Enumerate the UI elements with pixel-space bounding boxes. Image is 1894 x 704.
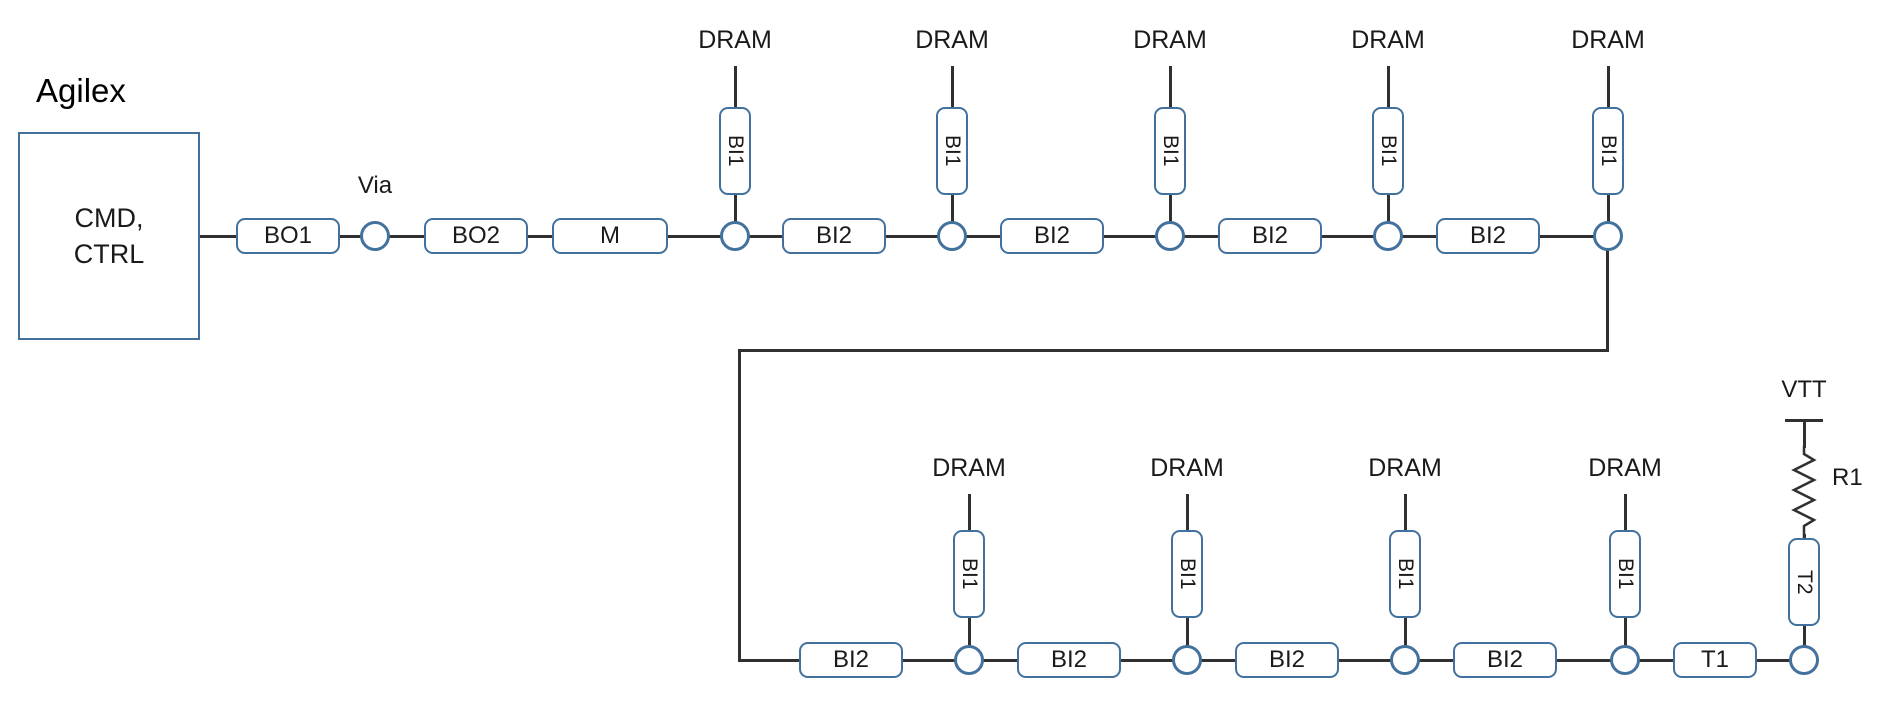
vtt-rail-bar [1785,419,1823,422]
dram-label: DRAM [1588,454,1662,482]
series-element-bi2: BI2 [1436,218,1540,254]
stub-element-bi1: BI1 [1171,530,1203,618]
junction-node [937,221,967,251]
junction-node [1593,221,1623,251]
series-element-bi2: BI2 [1000,218,1104,254]
dram-label: DRAM [1368,454,1442,482]
stub-element-bi1: BI1 [953,530,985,618]
trace-drop-left [738,349,741,661]
series-element-bo2: BO2 [424,218,528,254]
trace-mid-return [738,349,1608,352]
stub-element-bi1: BI1 [1389,530,1421,618]
chip-cmd-ctrl-block: CMD, CTRL [18,132,200,340]
dram-label: DRAM [915,26,989,54]
series-element-bi2: BI2 [799,642,903,678]
series-element-bi2: BI2 [782,218,886,254]
dram-label: DRAM [1150,454,1224,482]
junction-node [1172,645,1202,675]
series-element-m: M [552,218,668,254]
junction-node [1610,645,1640,675]
junction-node [720,221,750,251]
series-element-bi2: BI2 [1017,642,1121,678]
resistor-symbol [1791,446,1817,538]
term-element-t2: T2 [1788,538,1820,626]
resistor-r1-label: R1 [1832,464,1863,491]
trace-term-upper [1803,421,1806,448]
series-element-t1: T1 [1673,642,1757,678]
dram-label: DRAM [1133,26,1207,54]
series-element-bi2: BI2 [1453,642,1557,678]
stub-element-bi1: BI1 [719,107,751,195]
dram-label: DRAM [932,454,1006,482]
stub-element-bi1: BI1 [1609,530,1641,618]
via-label: Via [357,172,393,199]
junction-node [1390,645,1420,675]
stub-element-bi1: BI1 [1154,107,1186,195]
via-node [360,221,390,251]
termination-node [1789,645,1819,675]
stub-element-bi1: BI1 [1372,107,1404,195]
series-element-bi2: BI2 [1218,218,1322,254]
junction-node [1155,221,1185,251]
dram-label: DRAM [1571,26,1645,54]
series-element-bi2: BI2 [1235,642,1339,678]
junction-node [1373,221,1403,251]
trace-drop-right [1606,236,1609,352]
series-element-bo1: BO1 [236,218,340,254]
dram-label: DRAM [1351,26,1425,54]
dram-label: DRAM [698,26,772,54]
vtt-label: VTT [1781,376,1827,403]
chip-title: Agilex [36,72,126,109]
stub-element-bi1: BI1 [936,107,968,195]
junction-node [954,645,984,675]
stub-element-bi1: BI1 [1592,107,1624,195]
trace-main-top [200,235,1610,238]
